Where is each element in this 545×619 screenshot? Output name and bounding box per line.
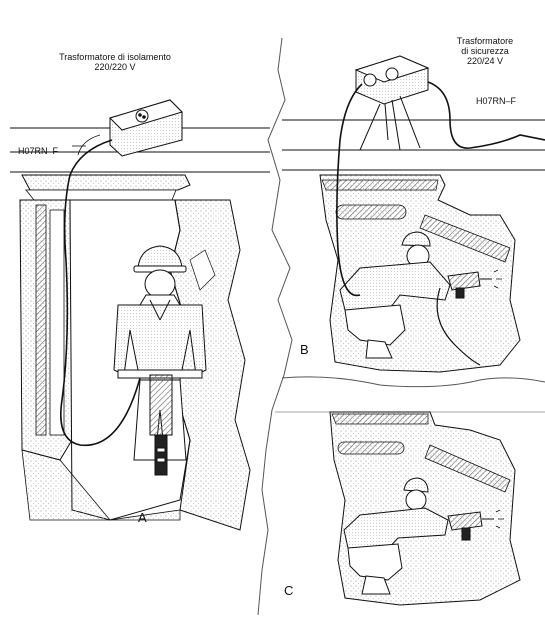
transformer-b-label: Trasformatore di sicurezza 220/24 V (430, 36, 540, 66)
panel-a (10, 100, 270, 530)
cable-b-right (428, 82, 545, 148)
panel-c-letter: C (284, 583, 293, 598)
isolation-transformer-icon (110, 100, 182, 156)
panel-a-letter: A (138, 510, 147, 525)
cable-b-label: H07RN–F (466, 96, 526, 106)
conduit-a (36, 205, 46, 435)
panel-b-letter: B (300, 342, 309, 357)
panel-c (330, 412, 520, 605)
divider-vertical (258, 38, 292, 615)
pipe-b-left (336, 205, 406, 219)
transformer-a-label: Trasformatore di isolamento 220/220 V (20, 52, 210, 72)
caption-cropped (14, 603, 534, 617)
safety-transformer-icon (356, 56, 428, 150)
divider-horizontal (282, 377, 545, 387)
cable-a-label: H07RN–F (18, 146, 68, 156)
